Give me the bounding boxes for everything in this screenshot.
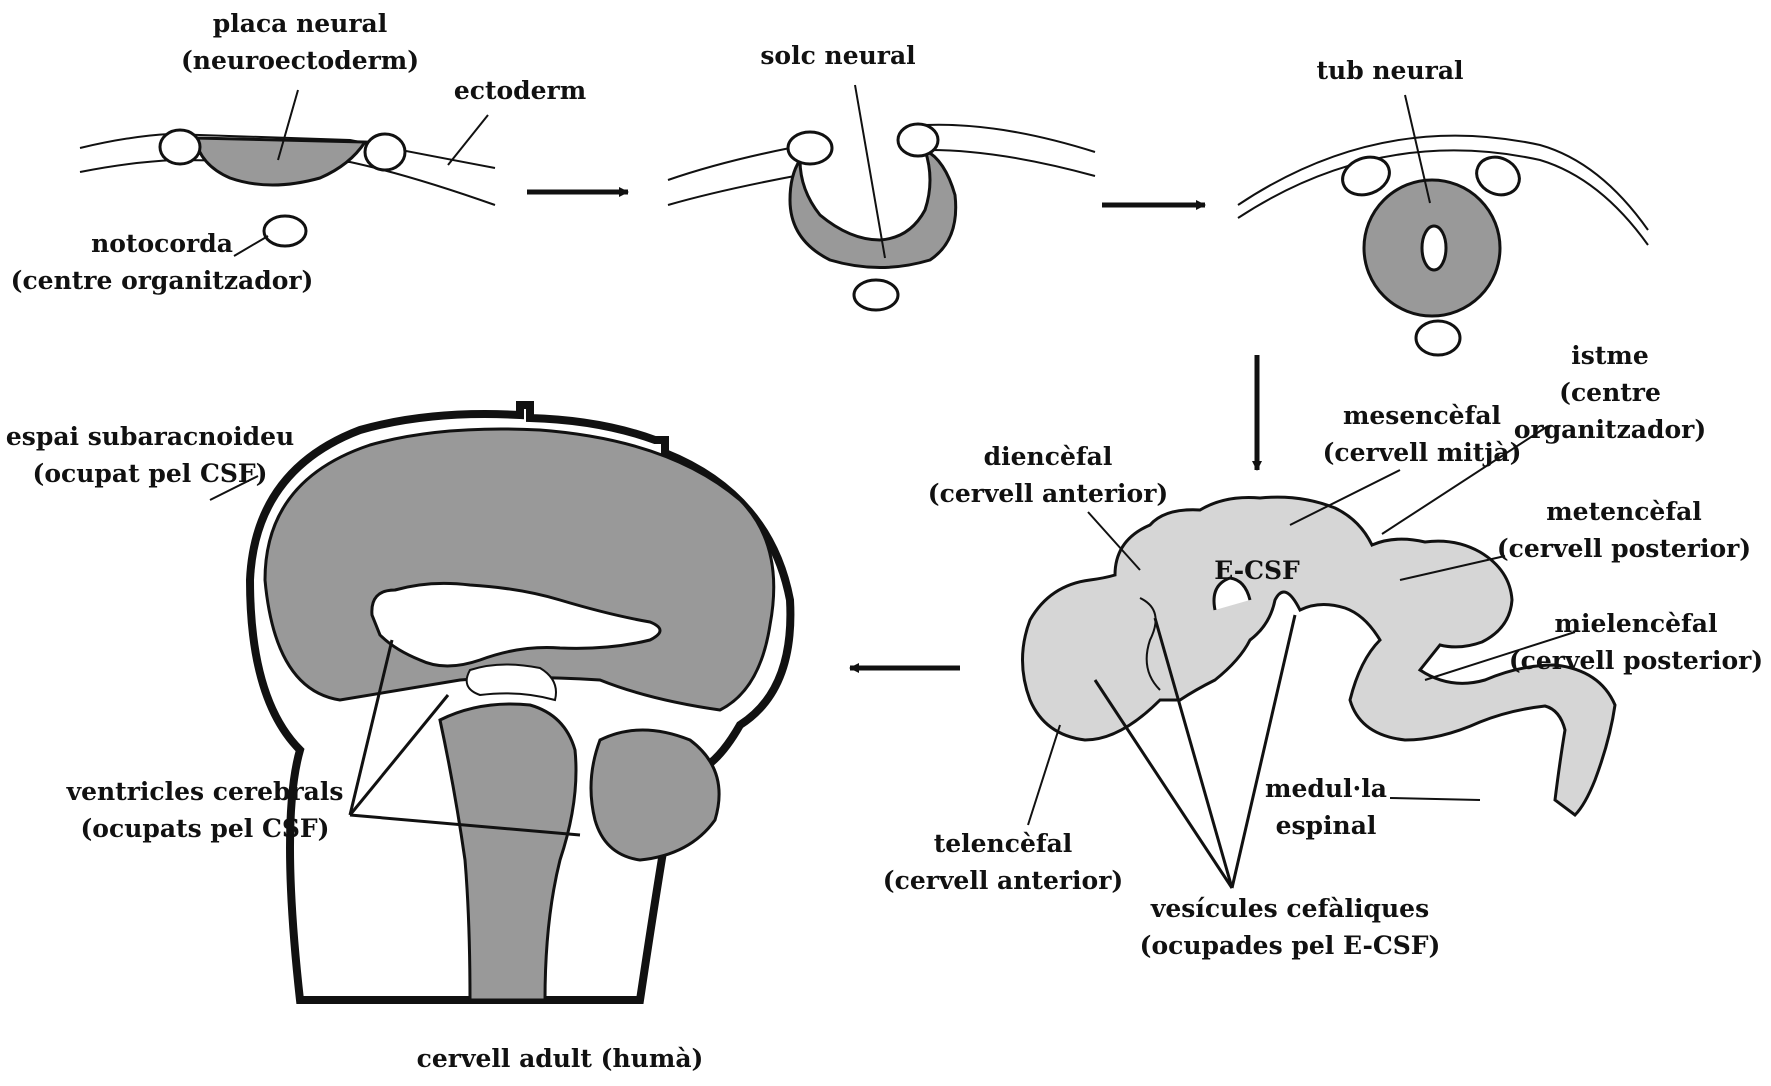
label-vesicules: vesícules cefàliques (ocupades pel E-CSF…: [1140, 890, 1441, 964]
label-metencefal: metencèfal (cervell posterior): [1497, 493, 1751, 567]
label-cervell-adult-line1: cervell adult (humà): [417, 1040, 704, 1077]
label-diencefal-line1: diencèfal: [928, 438, 1168, 475]
label-vesicules-line1: vesícules cefàliques: [1140, 890, 1441, 927]
label-espai-subaracnoideu: espai subaracnoideu (ocupat pel CSF): [6, 418, 294, 492]
label-cervell-adult: cervell adult (humà): [417, 1040, 704, 1077]
label-istme-line1: istme: [1514, 337, 1706, 374]
adult-brain: [210, 405, 790, 1000]
label-telencefal-line2: (cervell anterior): [883, 862, 1123, 899]
leader-medulla: [1390, 798, 1480, 800]
label-solc-neural: solc neural: [760, 37, 915, 74]
label-espai-line2: (ocupat pel CSF): [6, 455, 294, 492]
groove-crest-left: [788, 132, 832, 164]
label-notocorda-line1: notocorda: [11, 225, 314, 262]
leader-ectoderm: [448, 115, 488, 165]
label-medulla-line2: espinal: [1265, 807, 1387, 844]
groove-ectoderm-right-top: [925, 125, 1095, 152]
label-tub-neural-line1: tub neural: [1316, 52, 1463, 89]
groove-ectoderm-left-bottom: [668, 175, 800, 205]
label-ventricles: ventricles cerebrals (ocupats pel CSF): [67, 773, 344, 847]
groove-ectoderm-right-bottom: [930, 150, 1095, 176]
label-ectoderm-line1: ectoderm: [454, 72, 586, 109]
label-ecsf: E-CSF: [1214, 552, 1300, 589]
notochord-3: [1416, 321, 1460, 355]
neural-tube-stage: [1238, 95, 1648, 355]
label-placa-neural: placa neural (neuroectoderm): [181, 5, 419, 79]
label-placa-neural-line1: placa neural: [181, 5, 419, 42]
label-medulla-line1: medul·la: [1265, 770, 1387, 807]
label-mielencefal-line1: mielencèfal: [1509, 605, 1763, 642]
label-solc-neural-line1: solc neural: [760, 37, 915, 74]
label-telencefal: telencèfal (cervell anterior): [883, 825, 1123, 899]
tube-crest-right: [1470, 150, 1525, 201]
label-istme-line2: (centre: [1514, 374, 1706, 411]
label-medulla: medul·la espinal: [1265, 770, 1387, 844]
label-tub-neural: tub neural: [1316, 52, 1463, 89]
neural-crest-right: [365, 134, 405, 170]
label-ectoderm: ectoderm: [454, 72, 586, 109]
tube-crest-left: [1337, 151, 1394, 201]
label-ecsf-line1: E-CSF: [1214, 552, 1300, 589]
label-notocorda-line2: (centre organitzador): [11, 262, 314, 299]
groove-crest-right: [898, 124, 938, 156]
label-vesicules-line2: (ocupades pel E-CSF): [1140, 927, 1441, 964]
label-mesencefal-line1: mesencèfal: [1323, 397, 1522, 434]
cerebellum-shape: [591, 730, 719, 860]
label-espai-line1: espai subaracnoideu: [6, 418, 294, 455]
label-ventricles-line1: ventricles cerebrals: [67, 773, 344, 810]
neural-crest-left: [160, 130, 200, 164]
label-istme: istme (centre organitzador): [1514, 337, 1706, 448]
label-mesencefal-line2: (cervell mitjà): [1323, 434, 1522, 471]
label-metencefal-line1: metencèfal: [1497, 493, 1751, 530]
label-mielencefal: mielencèfal (cervell posterior): [1509, 605, 1763, 679]
neural-canal: [1422, 226, 1446, 270]
neural-groove-shape: [790, 150, 956, 268]
notochord-2: [854, 280, 898, 310]
label-diencefal: diencèfal (cervell anterior): [928, 438, 1168, 512]
label-istme-line3: organitzador): [1514, 411, 1706, 448]
label-placa-neural-line2: (neuroectoderm): [181, 42, 419, 79]
neural-groove-stage: [668, 85, 1095, 310]
groove-ectoderm-left-top: [668, 148, 790, 180]
label-mesencefal: mesencèfal (cervell mitjà): [1323, 397, 1522, 471]
leader-solc: [855, 85, 885, 258]
label-notocorda: notocorda (centre organitzador): [11, 225, 314, 299]
label-telencefal-line1: telencèfal: [883, 825, 1123, 862]
label-metencefal-line2: (cervell posterior): [1497, 530, 1751, 567]
neural-plate-shape: [195, 138, 365, 185]
label-ventricles-line2: (ocupats pel CSF): [67, 810, 344, 847]
label-diencefal-line2: (cervell anterior): [928, 475, 1168, 512]
label-mielencefal-line2: (cervell posterior): [1509, 642, 1763, 679]
leader-telencefal: [1028, 725, 1060, 825]
